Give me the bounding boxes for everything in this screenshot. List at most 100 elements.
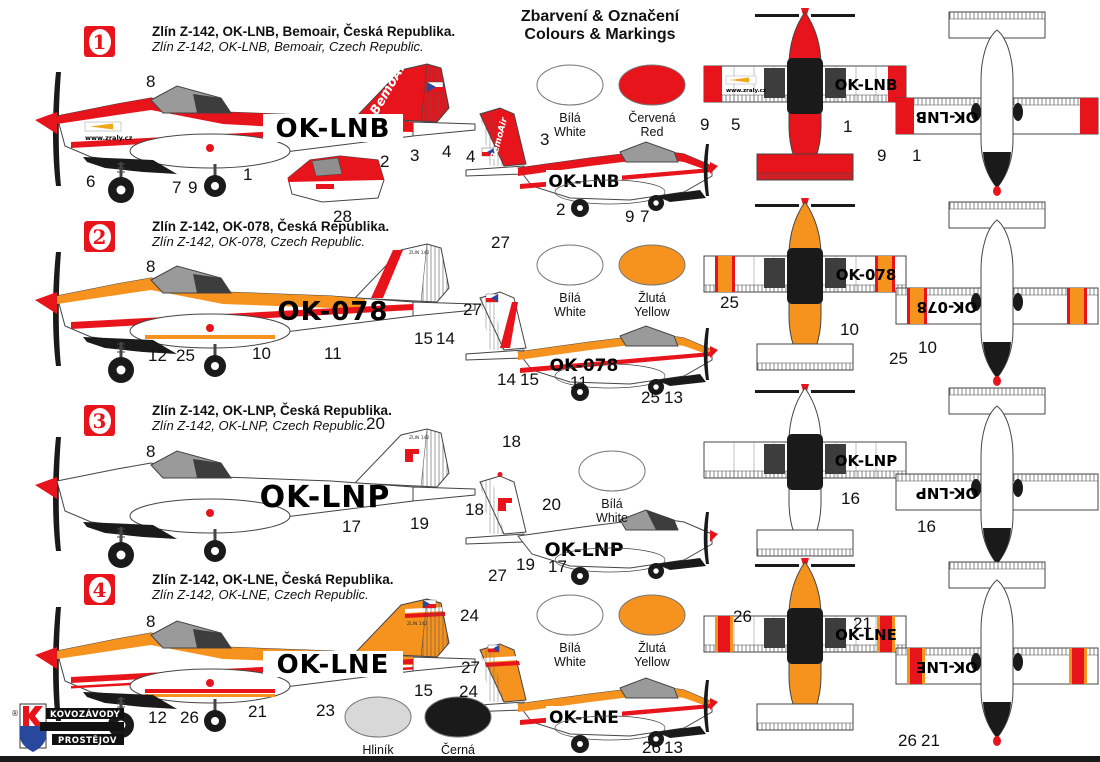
main-gear: [204, 164, 226, 197]
scheme-3-bottom-view: OK-LNP: [895, 387, 1099, 572]
callout-number: 9: [188, 178, 198, 197]
callout-number: 14: [497, 370, 516, 389]
callout-number: 15: [414, 681, 433, 700]
registration-mid: OK-LNE: [549, 708, 619, 728]
callout-number: 4: [466, 147, 476, 166]
callout-number: 10: [918, 338, 937, 357]
scheme-1-titles: Zlín Z-142, OK-LNB, Bemoair, Česká Repub…: [152, 24, 512, 54]
callout-number: 28: [333, 207, 352, 226]
scheme-1-badge: 1: [84, 26, 115, 57]
swatch-label-en: White: [554, 125, 586, 139]
page-edge-strip: [0, 756, 1100, 762]
scheme-1-bottom-view: OK-LNB: [895, 11, 1099, 196]
callout-number: 16: [917, 517, 936, 536]
callout-number: 18: [465, 500, 484, 519]
callout-number: 2: [556, 200, 566, 219]
scheme-1-number: 1: [88, 28, 111, 55]
fin-text: ZLIN 142: [409, 435, 429, 441]
rudder: [420, 63, 450, 123]
kp-logo-icon: ® KOVOZÁVODY PROSTĚJOV: [11, 703, 124, 752]
swatch-label-en: Red: [640, 125, 664, 139]
scheme-3-side-view: ZLIN 142 OK-LNP: [35, 428, 476, 568]
scheme-4-title-english: Zlín Z-142, OK-LNE, Czech Republic.: [152, 587, 369, 602]
logo-line2: PROSTĚJOV: [58, 734, 117, 746]
scheme-2-title-czech: Zlín Z-142, OK-078, Česká Republika.: [152, 219, 390, 234]
sheet-title: Zbarvení & Označení Colours & Markings: [470, 8, 730, 45]
registration-side: OK-LNP: [260, 480, 391, 515]
callout-number: 19: [516, 555, 535, 574]
callout-number: 11: [324, 344, 342, 363]
fin-logo-icon: [498, 498, 512, 511]
callout-number: 24: [460, 606, 479, 625]
swatch-label-en: Yellow: [634, 655, 670, 669]
callout-number: 27: [461, 658, 480, 677]
swatch-red-1: Červená Red: [612, 62, 692, 139]
scheme-4-title-czech: Zlín Z-142, OK-LNE, Česká Republika.: [152, 572, 394, 587]
scheme-4-titles: Zlín Z-142, OK-LNE, Česká Republika. Zlí…: [152, 572, 512, 602]
swatch-label-cs: Bílá: [559, 291, 581, 305]
czech-flag-icon: [422, 599, 437, 609]
czech-flag-icon: [487, 644, 500, 653]
registration-top: OK-LNE: [835, 626, 897, 644]
swatch-aluminium: Hliník Aluminium: [338, 694, 418, 762]
callout-number: 24: [459, 682, 478, 701]
callout-number: 10: [840, 320, 859, 339]
scheme-2-bottom-view: OK-078: [895, 201, 1099, 386]
callout-number: 1: [912, 146, 922, 165]
scheme-1-inset-detail: [287, 155, 385, 203]
callout-number: 3: [540, 130, 550, 149]
scheme-2-top-view: OK-078: [703, 198, 907, 371]
scheme-1-mid-view: OK-LNB BemoAir: [465, 107, 718, 217]
registration-top: OK-LNP: [835, 452, 897, 470]
swatch-label-en: White: [554, 305, 586, 319]
swatch-label-cs: Bílá: [559, 641, 581, 655]
fin-logo-icon: [405, 449, 419, 462]
callout-number: 3: [410, 146, 420, 165]
registration-side: OK-078: [277, 297, 388, 327]
callout-number: 25: [720, 293, 739, 312]
swatch-label-cs: Bílá: [559, 111, 581, 125]
registration-mid: OK-078: [550, 356, 619, 376]
scheme-2-titles: Zlín Z-142, OK-078, Česká Republika. Zlí…: [152, 219, 512, 249]
czech-flag-icon: [485, 293, 499, 303]
callout-number: 4: [442, 142, 452, 161]
scheme-2-badge: 2: [84, 221, 115, 252]
zraly-logo-icon: [725, 75, 757, 85]
callout-number: 25: [889, 349, 908, 368]
manufacturer-logo: ® KOVOZÁVODY PROSTĚJOV: [6, 696, 126, 756]
callout-number: 18: [502, 432, 521, 451]
callout-number: 13: [664, 738, 683, 757]
scheme-3-title-english: Zlín Z-142, OK-LNP, Czech Republic.: [152, 418, 368, 433]
czech-flag-icon: [426, 81, 444, 93]
callout-number: 6: [86, 172, 96, 191]
callout-number: 9: [700, 115, 710, 134]
swatch-label-cs: Žlutá: [638, 641, 666, 655]
callout-number: 8: [146, 612, 156, 631]
callout-number: 17: [342, 517, 361, 536]
sheet-title-english: Colours & Markings: [524, 26, 676, 44]
callout-number: 26: [642, 738, 661, 757]
callout-number: 10: [252, 344, 271, 363]
callout-number: 16: [841, 489, 860, 508]
swatch-white-4: Bílá White: [530, 592, 610, 669]
callout-number: 27: [463, 300, 482, 319]
registration-bottom: OK-LNB: [916, 108, 979, 126]
callout-number: 8: [146, 442, 156, 461]
registration-bottom: OK-LNP: [916, 484, 978, 502]
spinner: [35, 112, 57, 134]
callout-number: 2: [380, 152, 390, 171]
swatch-label-en: Yellow: [634, 305, 670, 319]
callout-number: 15: [414, 329, 433, 348]
callout-number: 13: [664, 388, 683, 407]
registration-side: OK-LNE: [277, 650, 390, 680]
swatch-yellow-2: Žlutá Yellow: [612, 242, 692, 319]
swatch-label-cs: Červená: [628, 111, 676, 125]
scheme-4-side-view: ZLIN 142 OK-LNE: [35, 598, 476, 738]
sponsor-text: www.zraly.cz: [85, 134, 133, 142]
scheme-3-badge: 3: [84, 405, 115, 436]
scheme-3-mid-view: OK-LNP: [465, 472, 718, 585]
scheme-1-title-czech: Zlín Z-142, OK-LNB, Bemoair, Česká Repub…: [152, 24, 456, 39]
callout-number: 1: [843, 117, 853, 136]
callout-number: 19: [410, 514, 429, 533]
